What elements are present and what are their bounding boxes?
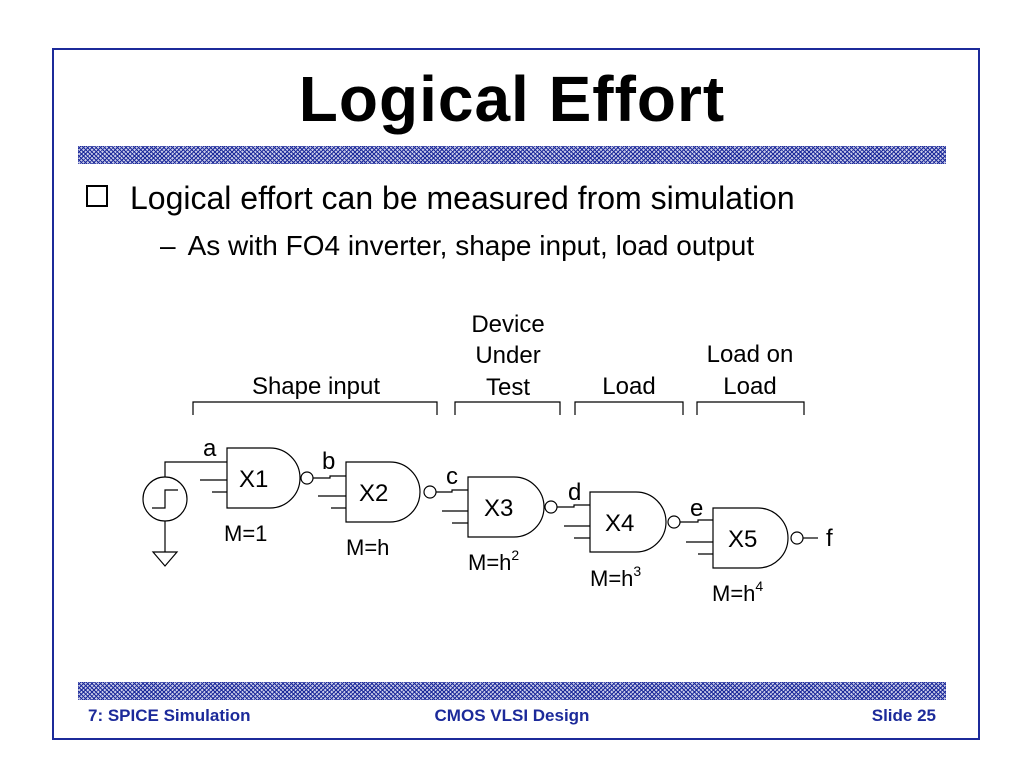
label-dut-line1: Device — [471, 311, 544, 338]
footer-course: CMOS VLSI Design — [434, 706, 590, 725]
wire-e — [680, 519, 713, 523]
multiplier-x5: M=h4 — [712, 578, 763, 606]
label-load-on-load-line1: Load on — [707, 341, 794, 368]
bracket-load — [574, 401, 684, 415]
bubble-x4 — [667, 515, 681, 529]
bullet-text: Logical effort can be measured from simu… — [130, 180, 795, 216]
bracket-load-on-load — [696, 401, 805, 415]
gate-name-x4: X4 — [605, 510, 634, 537]
node-label-f: f — [826, 525, 833, 552]
multiplier-x1: M=1 — [224, 521, 267, 546]
footer-divider — [78, 682, 946, 700]
bubble-x5 — [790, 531, 804, 545]
node-label-a: a — [203, 435, 217, 462]
bubble-x1 — [300, 471, 314, 485]
label-dut-line2: Under — [475, 342, 540, 369]
bracket-dut — [454, 401, 561, 415]
footer-slide-number: Slide 25 — [871, 706, 936, 725]
nand-gate-x1 — [226, 447, 301, 509]
input-x2-lower — [318, 495, 346, 509]
sub-bullet-item: –As with FO4 inverter, shape input, load… — [160, 230, 754, 262]
wire-c — [436, 489, 468, 493]
checkbox-bullet-icon — [86, 185, 108, 207]
bubble-x3 — [544, 500, 558, 514]
dash-bullet-icon: – — [160, 230, 176, 261]
wire-b — [313, 475, 346, 479]
node-label-b: b — [322, 448, 335, 475]
ground-icon — [151, 551, 179, 567]
input-x5-lower — [686, 541, 713, 555]
label-shape-input: Shape input — [252, 373, 380, 400]
nand-gate-x3 — [467, 476, 545, 538]
step-waveform-icon — [152, 489, 178, 509]
input-x1-lower — [200, 479, 227, 493]
nand-gate-x5 — [712, 507, 789, 569]
label-load-on-load-line2: Load — [723, 373, 776, 400]
gate-name-x2: X2 — [359, 480, 388, 507]
label-load: Load — [602, 373, 655, 400]
input-x3-lower — [442, 510, 468, 524]
slide-title: Logical Effort — [298, 63, 726, 135]
label-dut-line3: Test — [486, 374, 530, 401]
multiplier-x2: M=h — [346, 535, 389, 560]
multiplier-x3: M=h2 — [468, 547, 519, 575]
bullet-item: Logical effort can be measured from simu… — [86, 180, 795, 217]
footer-chapter: 7: SPICE Simulation — [88, 706, 251, 725]
gate-name-x1: X1 — [239, 466, 268, 493]
wire-a — [164, 461, 227, 477]
title-divider — [78, 146, 946, 164]
gate-name-x5: X5 — [728, 526, 757, 553]
slide-frame — [52, 48, 980, 740]
gate-name-x3: X3 — [484, 495, 513, 522]
nand-gate-x4 — [589, 491, 667, 553]
node-label-c: c — [446, 463, 458, 490]
wire-d — [557, 504, 590, 508]
sub-bullet-text: As with FO4 inverter, shape input, load … — [187, 230, 755, 261]
input-x4-lower — [564, 525, 590, 539]
nand-gate-x2 — [345, 461, 421, 523]
multiplier-x4: M=h3 — [590, 563, 641, 591]
bracket-shape-input — [192, 401, 438, 415]
bubble-x2 — [423, 485, 437, 499]
node-label-d: d — [568, 479, 581, 506]
node-label-e: e — [690, 495, 703, 522]
